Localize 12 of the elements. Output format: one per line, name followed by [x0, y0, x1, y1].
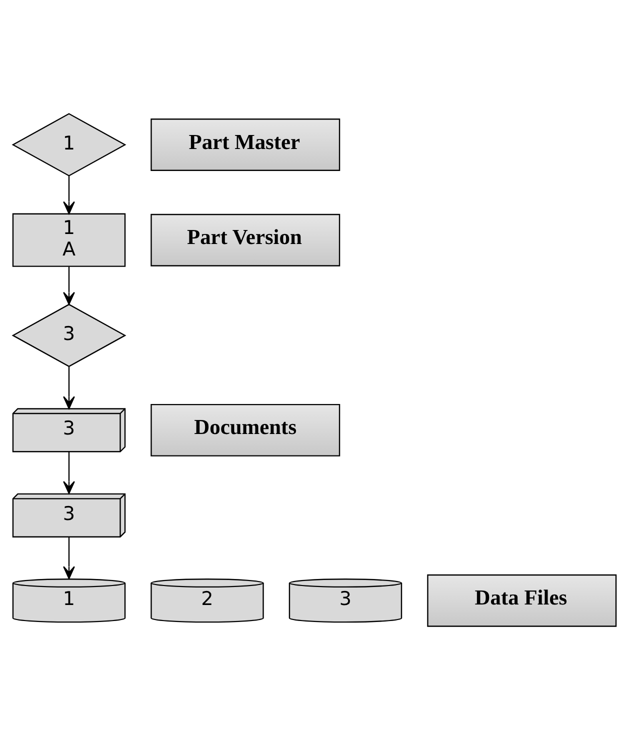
arrow [63, 266, 75, 305]
node-diamond: 3 [12, 304, 126, 368]
node-box: Documents [150, 404, 340, 456]
node-box: Data Files [427, 574, 617, 627]
node-diamond: 1 [12, 113, 126, 176]
node-box: Part Master [150, 118, 340, 171]
arrow [63, 176, 75, 214]
arrow [63, 452, 75, 494]
arrow [63, 537, 75, 580]
node-box: Part Version [150, 214, 340, 266]
arrow [63, 366, 75, 410]
node-box: 1 A [12, 213, 126, 267]
